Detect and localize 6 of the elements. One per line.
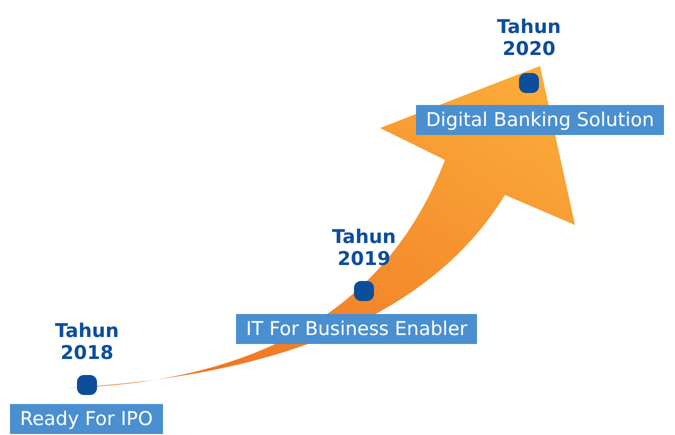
year-label: Tahun 2018 bbox=[54, 320, 120, 364]
year-label: Tahun 2019 bbox=[331, 226, 397, 270]
milestone-label: Digital Banking Solution bbox=[416, 105, 664, 135]
year-label: Tahun 2020 bbox=[496, 16, 562, 60]
milestone-label: IT For Business Enabler bbox=[236, 314, 478, 344]
milestone-label: Ready For IPO bbox=[10, 404, 163, 434]
